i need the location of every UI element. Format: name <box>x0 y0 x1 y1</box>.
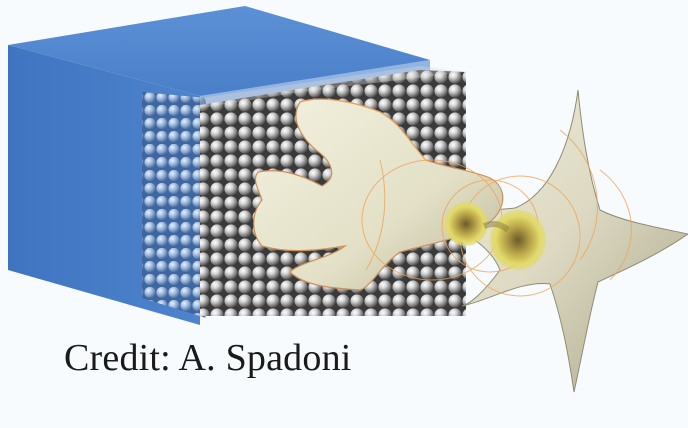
credit-caption: Credit: A. Spadoni <box>64 336 352 380</box>
sphere-array-side <box>142 92 206 318</box>
